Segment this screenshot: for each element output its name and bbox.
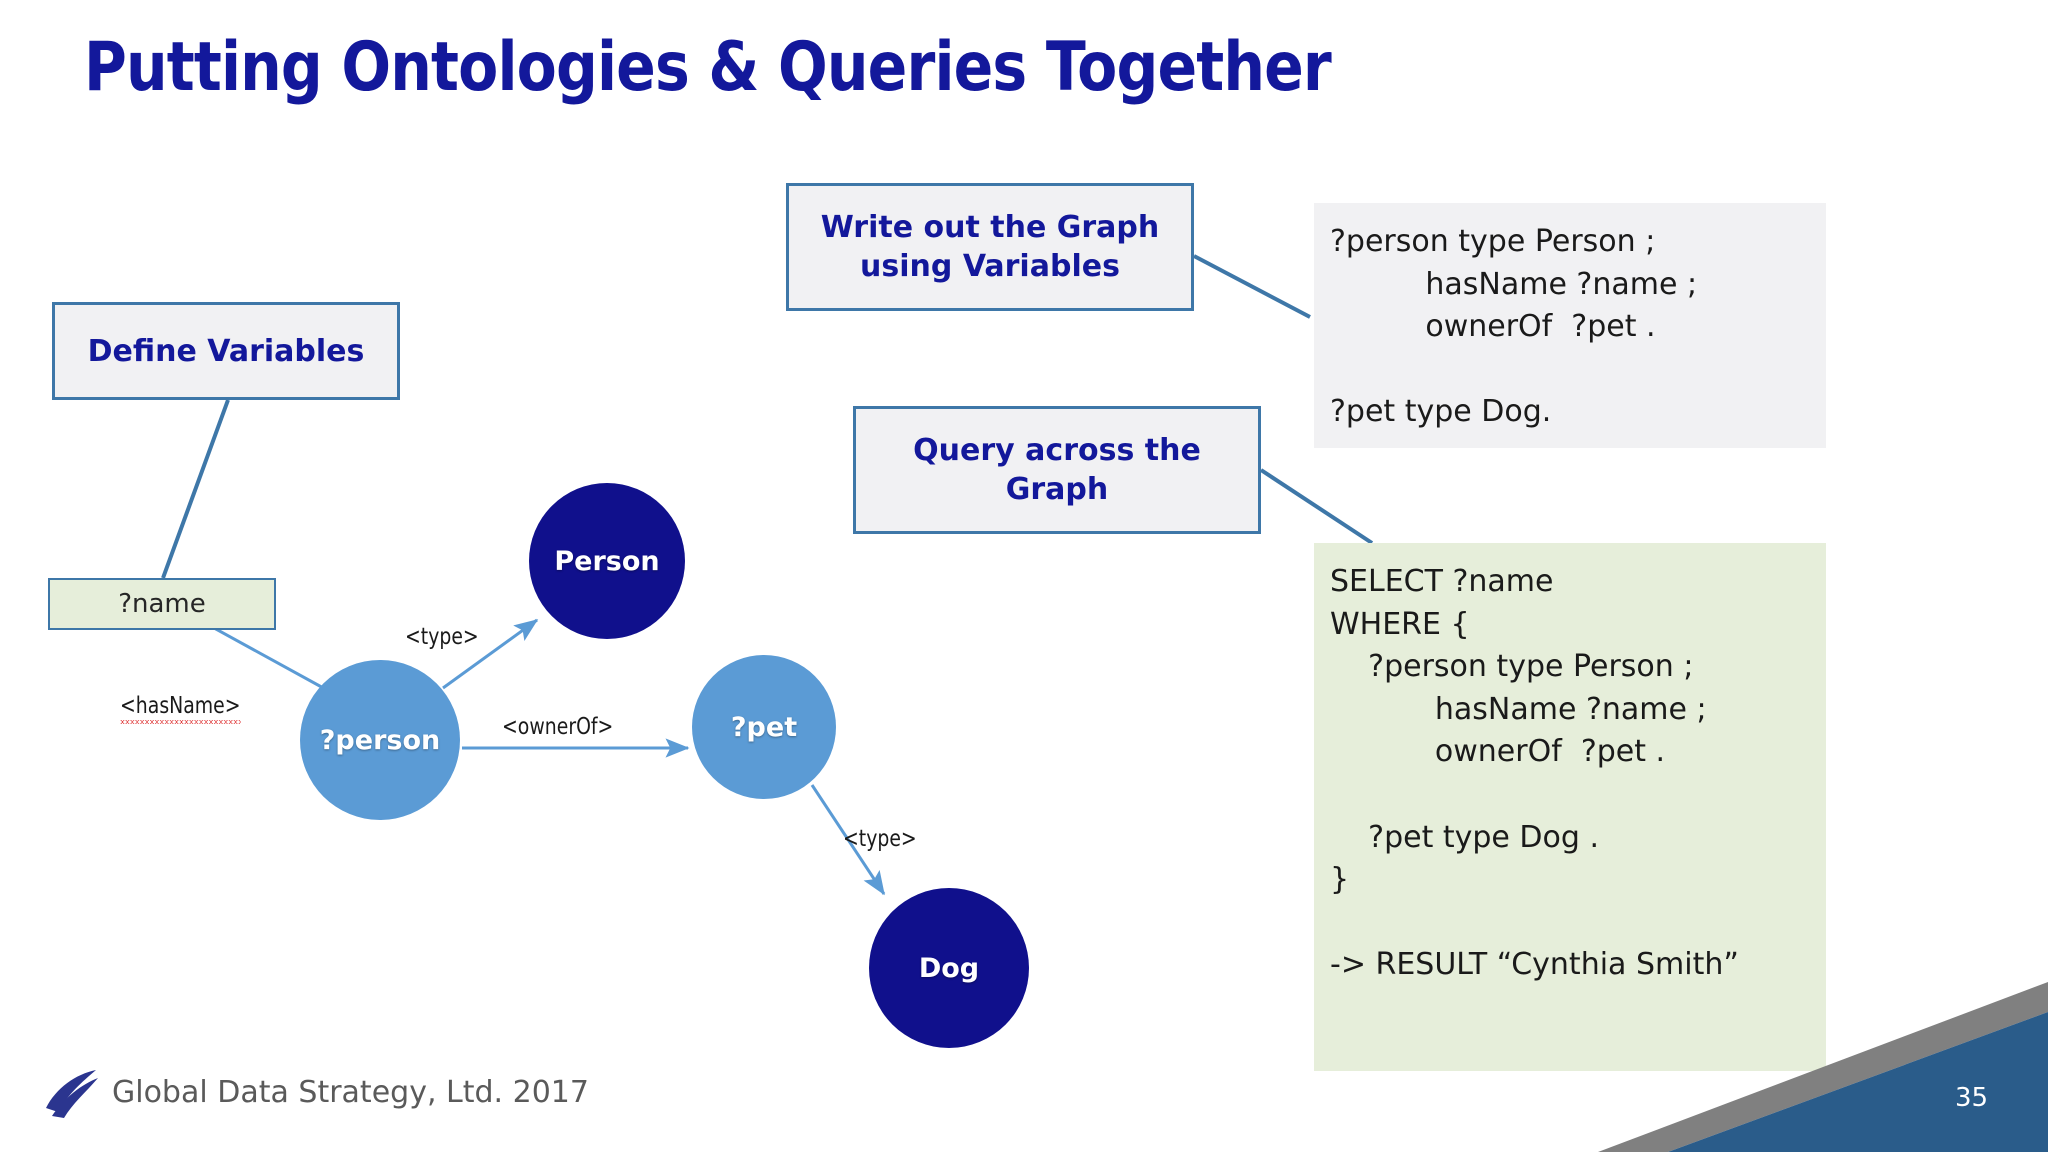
edge-label-has-name: <hasName>	[120, 693, 241, 724]
page-number: 35	[1955, 1083, 1989, 1113]
corner-gray-band	[1598, 982, 2048, 1152]
graph-node-person-class: Person	[529, 483, 685, 639]
graph-pattern-panel: ?person type Person ; hasName ?name ; ow…	[1314, 203, 1826, 448]
callout-define-variables: Define Variables	[52, 302, 400, 400]
sparql-query-panel: SELECT ?name WHERE { ?person type Person…	[1314, 543, 1826, 1071]
edge-label-owner-of: <ownerOf>	[502, 714, 614, 740]
corner-blue-triangle	[1668, 1012, 2048, 1152]
corner-decoration	[1598, 982, 2048, 1152]
graph-node-dog-class: Dog	[869, 888, 1029, 1048]
connector-define-to-name	[161, 399, 230, 579]
connector-write-to-graph-panel	[1193, 254, 1311, 319]
company-logo-icon	[46, 1070, 98, 1118]
callout-write-out-graph: Write out the Graph using Variables	[786, 183, 1194, 311]
connector-query-to-sparql-panel	[1259, 468, 1374, 545]
edge-label-type-dog: <type>	[843, 826, 917, 852]
footer-copyright: Global Data Strategy, Ltd. 2017	[112, 1075, 589, 1110]
page-title: Putting Ontologies & Queries Together	[84, 28, 1332, 107]
graph-node-pet-variable: ?pet	[692, 655, 836, 799]
graph-node-person-variable: ?person	[300, 660, 460, 820]
graph-variable-box-name: ?name	[48, 578, 276, 630]
callout-query-across-graph: Query across the Graph	[853, 406, 1261, 534]
edge-label-type-person: <type>	[405, 624, 479, 650]
